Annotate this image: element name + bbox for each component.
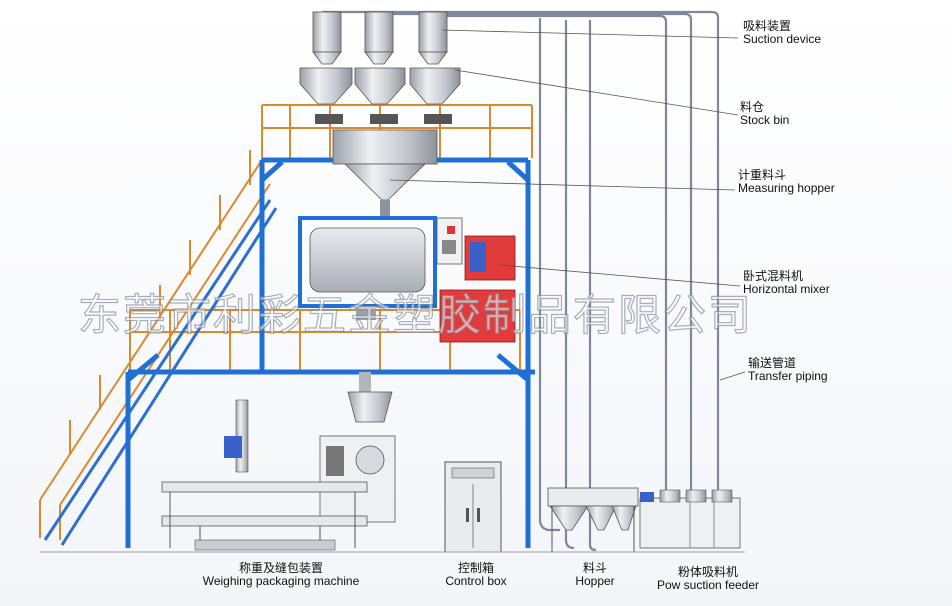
label-hopper: 料斗 Hopper: [560, 561, 630, 589]
label-pow-suction-feeder-en: Pow suction feeder: [656, 578, 760, 593]
hopper-drawing: [547, 487, 639, 552]
measuring-hopper: [332, 129, 438, 216]
label-pow-suction-feeder-cn: 粉体吸料机: [677, 565, 738, 579]
control-box-drawing: [444, 461, 502, 553]
label-measuring-hopper-cn: 计重料斗: [738, 168, 787, 182]
transfer-piping: [322, 10, 720, 552]
label-horizontal-mixer-en: Horizontal mixer: [743, 282, 830, 297]
leader-lines: [389, 29, 746, 381]
label-pow-suction-feeder: 粉体吸料机 Pow suction feeder: [648, 565, 768, 593]
label-measuring-hopper: 计重料斗 Measuring hopper: [738, 168, 835, 196]
label-control-box-en: Control box: [445, 574, 507, 589]
stair-railing: [39, 104, 533, 540]
horizontal-mixer-drawing: [298, 216, 516, 343]
label-weighing-packaging: 称重及缝包装置 Weighing packaging machine: [196, 561, 366, 589]
stock-bins: [299, 67, 461, 124]
label-suction-device-en: Suction device: [743, 32, 822, 47]
label-weighing-packaging-en: Weighing packaging machine: [202, 574, 360, 589]
label-hopper-en: Hopper: [575, 574, 615, 589]
label-stock-bin-cn: 料仓: [740, 100, 765, 114]
company-watermark: 东莞市利彩五金塑胶制品有限公司: [77, 290, 753, 341]
label-horizontal-mixer: 卧式混料机 Horizontal mixer: [743, 269, 830, 297]
label-suction-device-cn: 吸料装置: [743, 19, 792, 33]
label-horizontal-mixer-cn: 卧式混料机: [743, 269, 804, 283]
label-control-box-cn: 控制箱: [457, 561, 494, 575]
suction-devices: [312, 11, 448, 65]
label-weighing-packaging-cn: 称重及缝包装置: [238, 561, 323, 575]
label-stock-bin: 料仓 Stock bin: [740, 100, 790, 128]
label-transfer-piping-cn: 输送管道: [748, 356, 797, 370]
label-transfer-piping: 输送管道 Transfer piping: [748, 356, 828, 384]
blue-frame: [125, 157, 535, 548]
label-hopper-cn: 料斗: [582, 561, 607, 575]
label-transfer-piping-en: Transfer piping: [748, 369, 828, 384]
label-control-box: 控制箱 Control box: [436, 561, 516, 589]
label-measuring-hopper-en: Measuring hopper: [738, 181, 835, 196]
pow-suction-feeder-drawing: [639, 489, 741, 549]
weighing-packaging-drawing: [161, 372, 396, 551]
label-stock-bin-en: Stock bin: [740, 113, 790, 128]
label-suction-device: 吸料装置 Suction device: [743, 19, 822, 47]
